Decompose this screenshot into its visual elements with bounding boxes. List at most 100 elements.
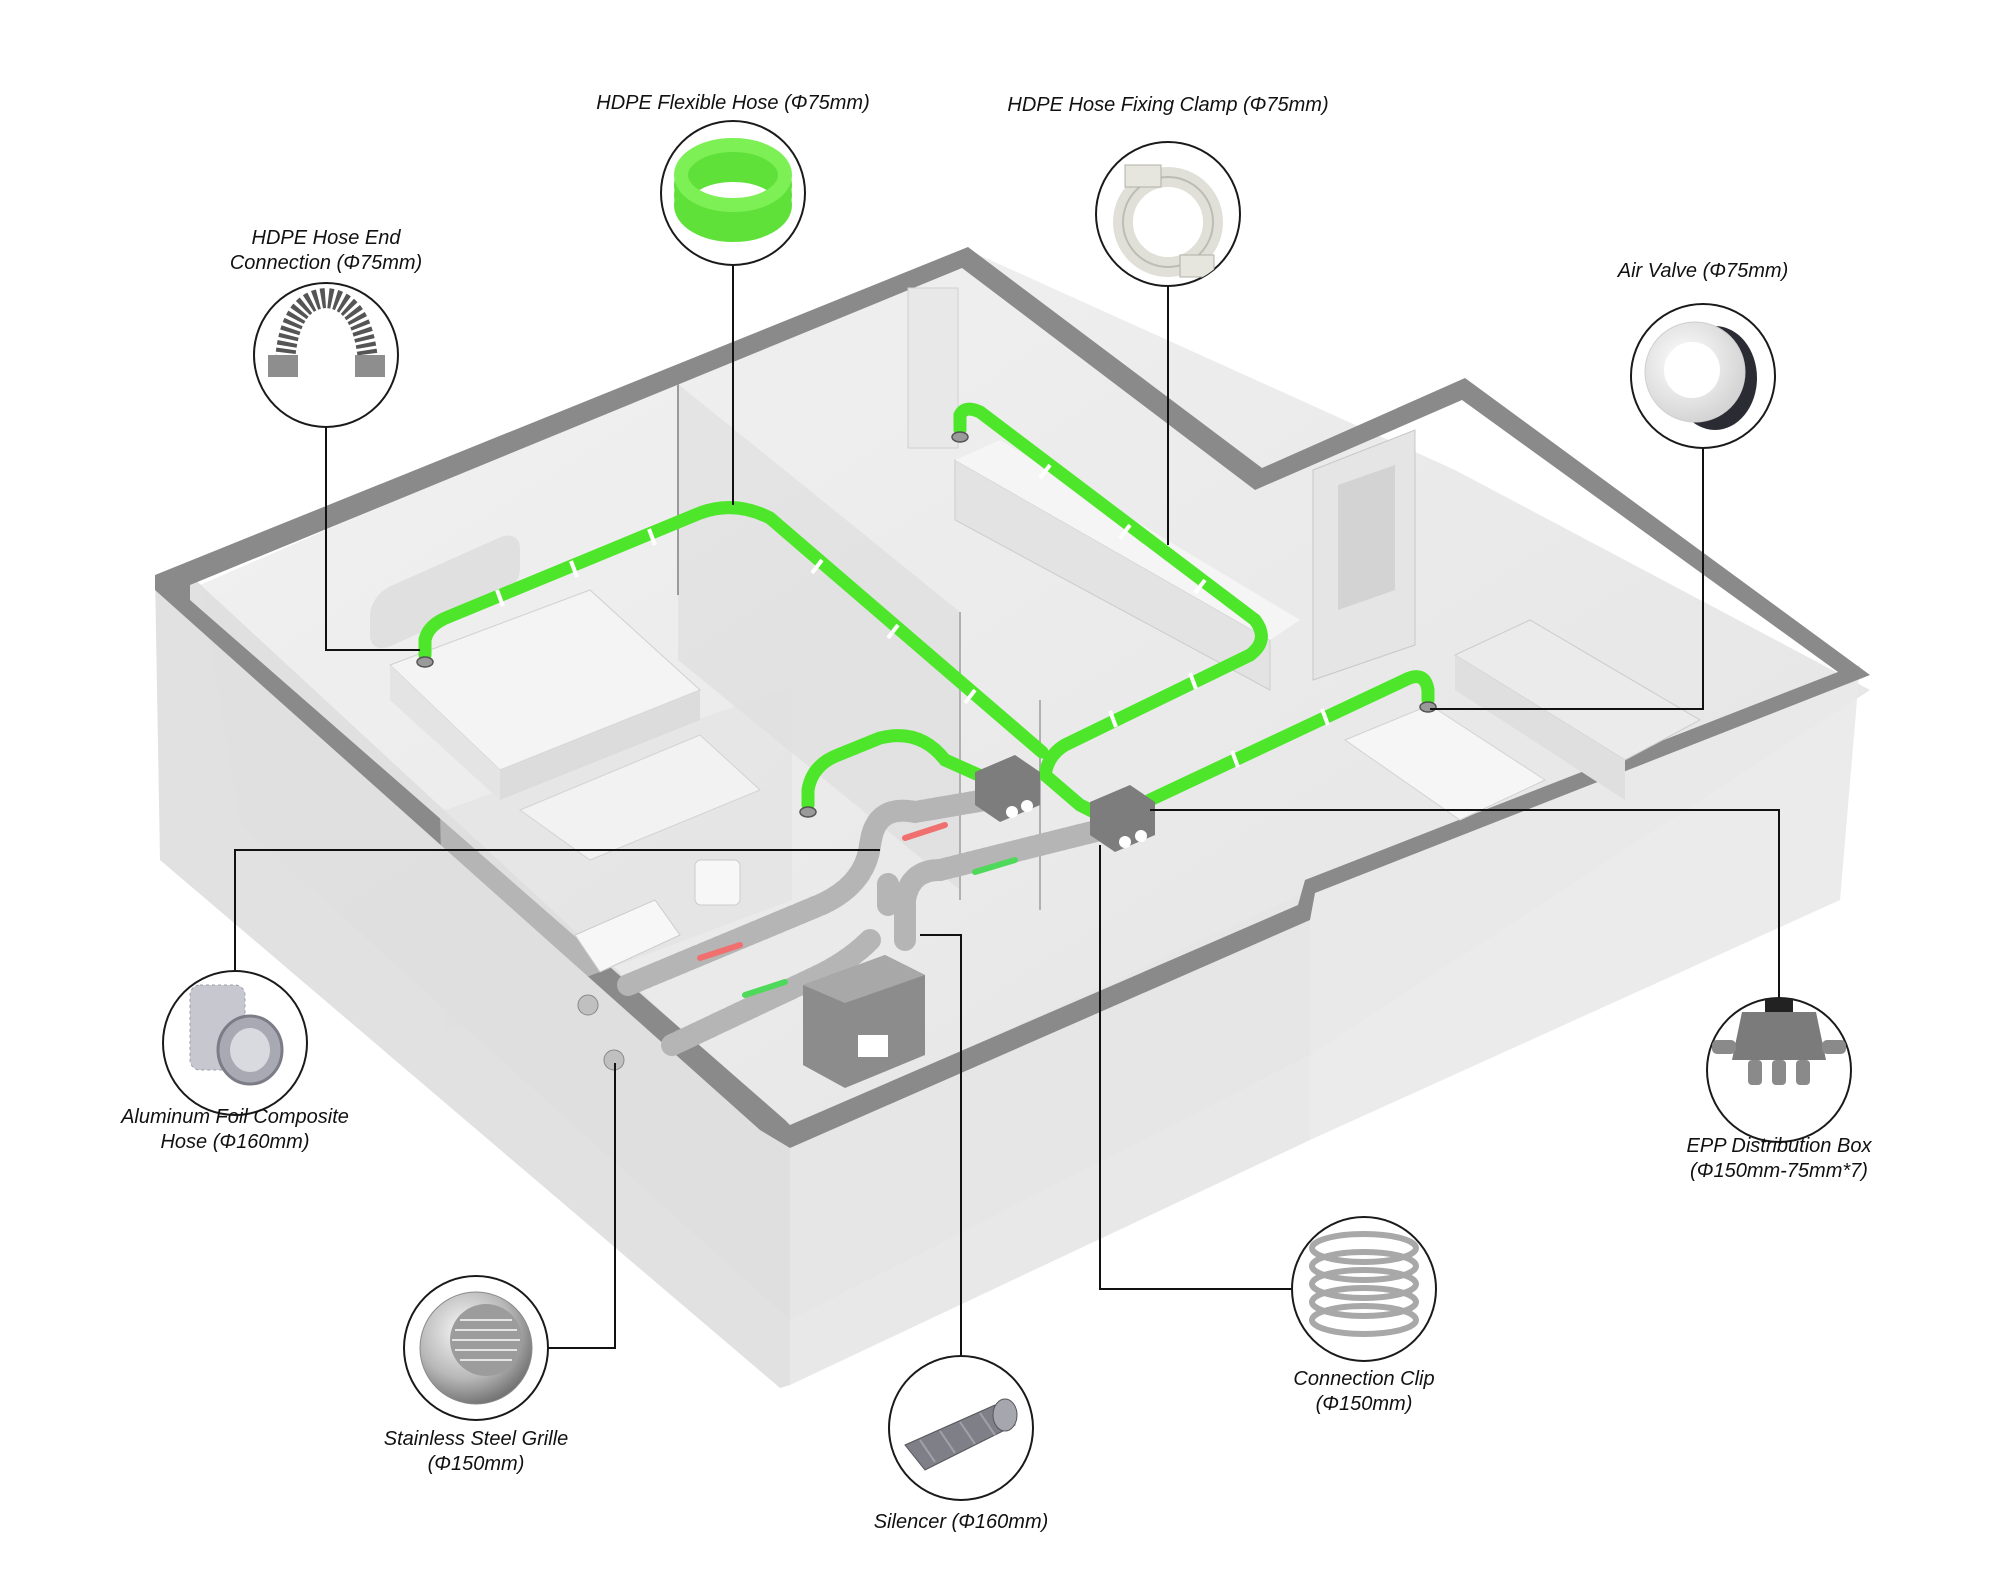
epp-port <box>1021 800 1033 812</box>
foil-hose <box>894 819 1111 951</box>
label-line: Aluminum Foil Composite <box>121 1106 349 1128</box>
epp-boxes <box>975 755 1155 852</box>
component-connection-clip <box>1291 1216 1437 1362</box>
hose-clamp <box>1188 672 1198 690</box>
hose-clamp <box>1038 463 1052 480</box>
foil-hoses <box>617 789 1111 1056</box>
hose-clamp <box>1320 708 1330 726</box>
label-line: (Φ150mm) <box>1315 1393 1413 1415</box>
ductwork <box>416 402 1437 1088</box>
hose-clamp <box>886 623 900 640</box>
callout-line-foil-hose <box>234 849 880 971</box>
epp-port <box>1135 830 1147 842</box>
component-foil-hose <box>162 970 308 1116</box>
callout-line-connection-clip <box>1099 845 1292 1290</box>
right-wall <box>1310 665 1860 1140</box>
hdpe-hose-bedroom <box>418 501 1049 759</box>
flow-arrows <box>697 822 1018 998</box>
valve-terminal <box>416 656 434 668</box>
callout-line-silencer <box>920 934 962 1356</box>
label-line: Silencer (Φ160mm) <box>873 1511 1049 1533</box>
supply-arrow <box>742 979 788 998</box>
label-line: HDPE Hose End <box>251 227 401 249</box>
connection-clip-icon <box>1309 1231 1419 1337</box>
valve-terminals <box>416 431 1437 818</box>
label-line: EPP Distribution Box <box>1686 1135 1872 1157</box>
bathtub <box>574 899 681 973</box>
second-bed <box>518 734 761 861</box>
valve-terminal <box>951 431 969 443</box>
component-distribution-box <box>1706 997 1852 1143</box>
label-line: (Φ150mm-75mm*7) <box>1690 1160 1868 1182</box>
foil-hose <box>661 929 881 1056</box>
label-connection-clip: Connection Clip (Φ150mm) <box>1293 1367 1434 1417</box>
component-grille <box>403 1275 549 1421</box>
hdpe-hoses <box>418 402 1435 822</box>
component-silencer <box>888 1355 1034 1501</box>
supply-arrow <box>972 857 1018 875</box>
hose-clamp <box>963 688 977 705</box>
label-air-valve: Air Valve (Φ75mm) <box>1618 259 1788 284</box>
hose-clamp <box>810 558 824 575</box>
label-line: Stainless Steel Grille <box>383 1428 569 1450</box>
foil-hose <box>617 789 996 996</box>
label-hose-end: HDPE Hose End Connection (Φ75mm) <box>230 226 422 276</box>
hose-clamp <box>1108 710 1118 728</box>
label-flexible-hose: HDPE Flexible Hose (Φ75mm) <box>596 91 869 116</box>
hose-clamp-icon <box>1113 164 1223 278</box>
hose-clamps <box>495 463 1330 768</box>
label-silencer: Silencer (Φ160mm) <box>874 1510 1049 1535</box>
heat-recovery-unit <box>803 955 925 1088</box>
label-distribution-box: EPP Distribution Box (Φ150mm-75mm*7) <box>1687 1134 1872 1184</box>
valve-terminal <box>799 806 817 818</box>
component-fixing-clamp <box>1095 141 1241 287</box>
component-air-valve <box>1630 303 1776 449</box>
callout-line-air-valve <box>1430 448 1704 710</box>
hose-clamp <box>569 560 579 578</box>
label-grille: Stainless Steel Grille (Φ150mm) <box>384 1427 569 1477</box>
coffee-table <box>1343 704 1547 821</box>
exhaust-arrow <box>902 822 948 841</box>
label-foil-hose: Aluminum Foil Composite Hose (Φ160mm) <box>121 1105 349 1155</box>
epp-port <box>1119 836 1131 848</box>
hose-clamp <box>1193 578 1207 595</box>
green-hose-coil-icon <box>674 138 792 242</box>
door <box>1312 429 1416 681</box>
hose-clamp <box>1118 523 1132 540</box>
bed <box>370 535 701 800</box>
callout-line-hose-end <box>325 427 420 651</box>
epp-distribution-box-icon <box>1712 998 1846 1085</box>
callout-line-distribution-box <box>1150 809 1780 998</box>
hose-clamp <box>647 528 657 546</box>
exhaust-arrow <box>697 942 743 961</box>
front-right-wall <box>790 890 1310 1385</box>
callout-line-grille <box>548 1063 616 1349</box>
valve-terminal <box>1419 701 1437 713</box>
label-line: Connection Clip <box>1293 1368 1435 1390</box>
label-line: Air Valve (Φ75mm) <box>1617 260 1789 282</box>
hdpe-hose-kitchen <box>953 402 1268 782</box>
corrugated-hose-end-connection-icon <box>268 287 385 377</box>
stainless-steel-grille-icon <box>419 1291 533 1405</box>
hose-clamp <box>1230 750 1240 768</box>
component-hose-end <box>253 282 399 428</box>
toilet <box>694 859 741 906</box>
component-flexible-hose <box>660 120 806 266</box>
epp-port <box>1006 806 1018 818</box>
label-line: HDPE Flexible Hose (Φ75mm) <box>596 92 870 114</box>
silencer-icon <box>904 1398 1018 1471</box>
wall-vent-cap <box>577 994 599 1016</box>
air-valve-icon <box>1644 321 1757 430</box>
label-fixing-clamp: HDPE Hose Fixing Clamp (Φ75mm) <box>1007 93 1328 118</box>
label-line: Connection (Φ75mm) <box>229 252 423 274</box>
callout-lines <box>234 265 1780 1356</box>
sofa <box>1453 619 1702 800</box>
hdpe-hose-bedroom2 <box>801 729 997 812</box>
label-line: HDPE Hose Fixing Clamp (Φ75mm) <box>1007 94 1329 116</box>
aluminum-foil-hose-icon <box>189 984 284 1086</box>
label-line: (Φ150mm) <box>427 1453 525 1475</box>
hose-clamp <box>495 589 505 607</box>
label-line: Hose (Φ160mm) <box>160 1131 310 1153</box>
hdpe-hose-living <box>1143 670 1435 807</box>
